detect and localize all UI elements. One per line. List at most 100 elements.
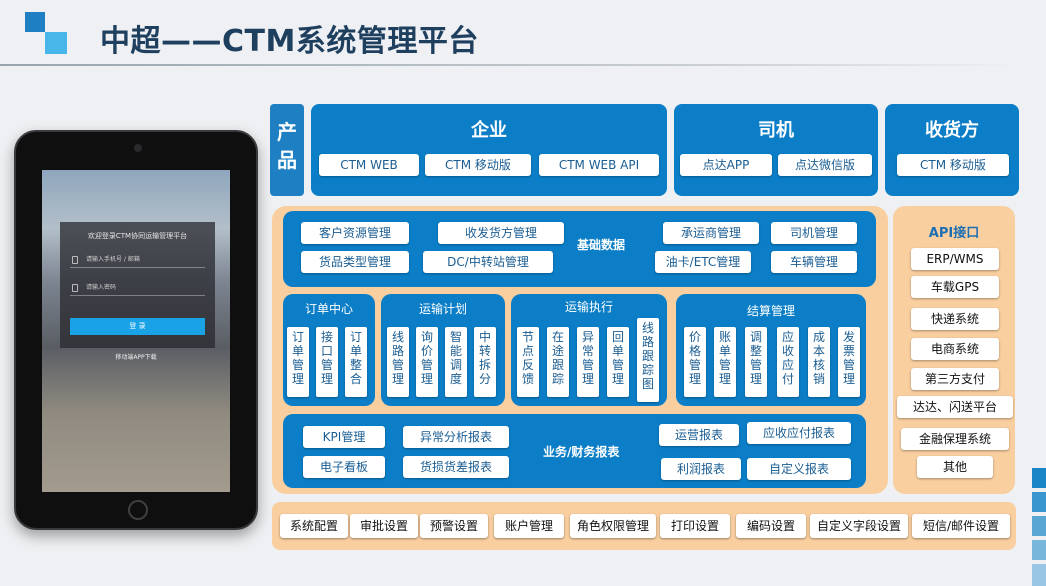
- kpi-manage-button[interactable]: KPI管理: [303, 426, 385, 448]
- customer-resource-button[interactable]: 客户资源管理: [301, 222, 409, 244]
- enterprise-card: 企业 CTM WEB CTM 移动版 CTM WEB API: [311, 104, 667, 196]
- home-button[interactable]: [128, 500, 148, 520]
- account-manage-button[interactable]: 账户管理: [494, 514, 564, 538]
- edge-stripe: [1032, 516, 1046, 536]
- goods-type-button[interactable]: 货品类型管理: [301, 251, 409, 273]
- api-vehicle-gps[interactable]: 车载GPS: [911, 276, 999, 298]
- api-erp-wms[interactable]: ERP/WMS: [911, 248, 999, 270]
- driver-wechat[interactable]: 点达微信版: [778, 154, 872, 176]
- node-feedback-card[interactable]: 节点反馈: [517, 327, 539, 397]
- driver-app[interactable]: 点达APP: [680, 154, 772, 176]
- consignee-title: 收货方: [925, 120, 979, 141]
- login-button[interactable]: 登 录: [70, 318, 205, 335]
- consignee-card: 收货方 CTM 移动版: [885, 104, 1019, 196]
- interface-manage-card[interactable]: 接口管理: [316, 327, 338, 397]
- dc-transfer-button[interactable]: DC/中转站管理: [423, 251, 553, 273]
- cost-writeoff-card[interactable]: 成本核销: [808, 327, 830, 397]
- transport-exec-title: 运输执行: [564, 300, 613, 314]
- ar-ap-report-button[interactable]: 应收应付报表: [747, 422, 851, 444]
- sms-email-button[interactable]: 短信/邮件设置: [912, 514, 1010, 538]
- order-center-panel: 订单中心 订单管理 接口管理 订单整合: [283, 294, 375, 406]
- enterprise-title: 企业: [471, 120, 507, 141]
- shipper-receiver-button[interactable]: 收发货方管理: [438, 222, 564, 244]
- basic-data-panel: 基础数据 客户资源管理 收发货方管理 承运商管理 司机管理 货品类型管理 DC/…: [283, 211, 876, 287]
- enterprise-ctm-mobile[interactable]: CTM 移动版: [425, 154, 531, 176]
- order-merge-card[interactable]: 订单整合: [345, 327, 367, 397]
- login-panel: 欢迎登录CTM协同运输管理平台 请输入手机号 / 邮箱 请输入密码 登 录: [60, 222, 215, 348]
- edge-stripe: [1032, 540, 1046, 560]
- logo-square-light: [45, 32, 67, 54]
- edge-stripe: [1032, 492, 1046, 512]
- login-title: 欢迎登录CTM协同运输管理平台: [87, 232, 188, 240]
- route-manage-card[interactable]: 线路管理: [387, 327, 409, 397]
- lock-icon: [72, 284, 78, 292]
- basic-data-label: 基础数据: [577, 238, 626, 252]
- alert-settings-button[interactable]: 预警设置: [420, 514, 488, 538]
- transport-plan-panel: 运输计划 线路管理 询价管理 智能调度 中转拆分: [381, 294, 505, 406]
- api-express[interactable]: 快递系统: [911, 308, 999, 330]
- settlement-title: 结算管理: [746, 304, 795, 318]
- api-frame: API接口 ERP/WMS 车载GPS 快递系统 电商系统 第三方支付 达达、闪…: [893, 206, 1015, 494]
- dashboard-button[interactable]: 电子看板: [303, 456, 385, 478]
- adjust-manage-card[interactable]: 调整管理: [745, 327, 767, 397]
- system-config-button[interactable]: 系统配置: [280, 514, 348, 538]
- role-permission-button[interactable]: 角色权限管理: [570, 514, 656, 538]
- edge-stripe: [1032, 468, 1046, 488]
- smart-dispatch-card[interactable]: 智能调度: [445, 327, 467, 397]
- enterprise-ctm-web[interactable]: CTM WEB: [319, 154, 419, 176]
- api-other[interactable]: 其他: [917, 456, 993, 478]
- custom-field-button[interactable]: 自定义字段设置: [810, 514, 908, 538]
- damage-report-button[interactable]: 货损货差报表: [403, 456, 509, 478]
- order-manage-card[interactable]: 订单管理: [287, 327, 309, 397]
- api-title: API接口: [928, 226, 980, 241]
- settings-bar: 系统配置 审批设置 预警设置 账户管理 角色权限管理 打印设置 编码设置 自定义…: [272, 502, 1016, 550]
- reports-panel: 业务/财务报表 KPI管理 异常分析报表 运营报表 应收应付报表 电子看板 货损…: [283, 414, 866, 488]
- password-placeholder: 请输入密码: [86, 284, 117, 291]
- reports-label: 业务/财务报表: [543, 445, 620, 459]
- api-factoring[interactable]: 金融保理系统: [901, 428, 1009, 450]
- header-divider: [0, 64, 1020, 66]
- phone-field[interactable]: 请输入手机号 / 邮箱: [70, 252, 205, 268]
- phone-icon: [72, 256, 78, 264]
- consignee-ctm-mobile[interactable]: CTM 移动版: [897, 154, 1009, 176]
- inquiry-manage-card[interactable]: 询价管理: [416, 327, 438, 397]
- enterprise-ctm-web-api[interactable]: CTM WEB API: [539, 154, 659, 176]
- transport-plan-title: 运输计划: [418, 302, 467, 316]
- camera-icon: [134, 144, 142, 152]
- api-ecommerce[interactable]: 电商系统: [911, 338, 999, 360]
- receivable-payable-card[interactable]: 应收应付: [777, 327, 799, 397]
- app-download-link[interactable]: 移动端APP下载: [115, 354, 157, 361]
- transfer-split-card[interactable]: 中转拆分: [474, 327, 496, 397]
- exception-manage-card[interactable]: 异常管理: [577, 327, 599, 397]
- edge-stripe: [1032, 564, 1046, 586]
- operation-report-button[interactable]: 运营报表: [659, 424, 739, 446]
- profit-report-button[interactable]: 利润报表: [661, 458, 741, 480]
- tablet-screen: 欢迎登录CTM协同运输管理平台 请输入手机号 / 邮箱 请输入密码 登 录 移动…: [42, 170, 230, 492]
- password-field[interactable]: 请输入密码: [70, 280, 205, 296]
- api-dada-shansong[interactable]: 达达、闪送平台: [897, 396, 1013, 418]
- vehicle-button[interactable]: 车辆管理: [771, 251, 857, 273]
- custom-report-button[interactable]: 自定义报表: [747, 458, 851, 480]
- api-third-party-pay[interactable]: 第三方支付: [911, 368, 999, 390]
- transit-track-card[interactable]: 在途跟踪: [547, 327, 569, 397]
- product-label-text: 产品: [277, 120, 297, 172]
- exception-report-button[interactable]: 异常分析报表: [403, 426, 509, 448]
- receipt-manage-card[interactable]: 回单管理: [607, 327, 629, 397]
- driver-card: 司机 点达APP 点达微信版: [674, 104, 878, 196]
- driver-manage-button[interactable]: 司机管理: [771, 222, 857, 244]
- settlement-panel: 结算管理 价格管理 账单管理 调整管理 应收应付 成本核销 发票管理: [676, 294, 866, 406]
- carrier-button[interactable]: 承运商管理: [663, 222, 759, 244]
- approval-settings-button[interactable]: 审批设置: [350, 514, 418, 538]
- bill-manage-card[interactable]: 账单管理: [714, 327, 736, 397]
- page-title: 中超——CTM系统管理平台: [100, 24, 479, 59]
- price-manage-card[interactable]: 价格管理: [684, 327, 706, 397]
- route-track-map-card[interactable]: 线路跟踪图: [637, 318, 659, 402]
- driver-title: 司机: [758, 120, 794, 141]
- fuel-card-etc-button[interactable]: 油卡/ETC管理: [655, 251, 751, 273]
- print-settings-button[interactable]: 打印设置: [660, 514, 730, 538]
- phone-placeholder: 请输入手机号 / 邮箱: [86, 256, 140, 263]
- order-center-title: 订单中心: [304, 302, 353, 316]
- code-settings-button[interactable]: 编码设置: [736, 514, 806, 538]
- invoice-manage-card[interactable]: 发票管理: [838, 327, 860, 397]
- logo-square-dark: [25, 12, 45, 32]
